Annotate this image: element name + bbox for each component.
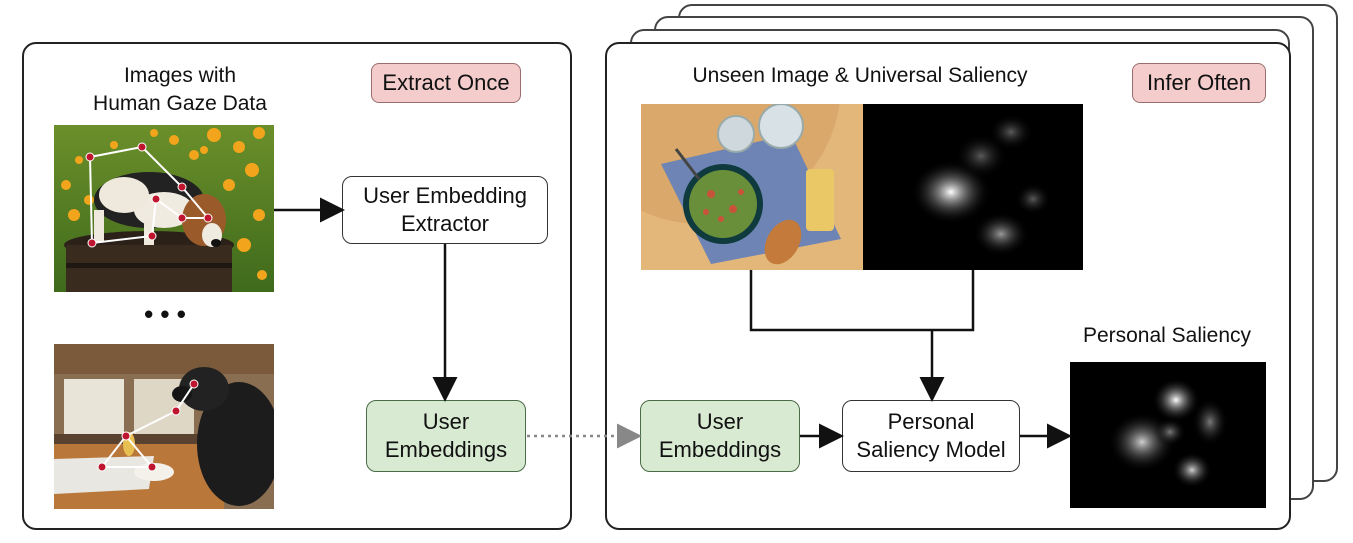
extract-once-tag: Extract Once — [371, 63, 521, 103]
gaze-image-dog — [54, 344, 274, 509]
embeddings-left-line1: User — [422, 409, 470, 434]
gaze-images-title-line2: Human Gaze Data — [93, 92, 267, 115]
gaze-image-puppy — [54, 125, 274, 292]
embeddings-right-line2: Embeddings — [658, 437, 782, 462]
dog-image — [54, 344, 274, 509]
extractor-label-line2: Extractor — [400, 211, 490, 236]
puppy-image — [54, 125, 274, 292]
user-embeddings-box-right: User Embeddings — [640, 400, 800, 472]
personal-saliency-map — [1070, 362, 1266, 508]
more-images-ellipsis: • • • — [144, 299, 186, 329]
extractor-label-line1: User Embedding — [363, 183, 527, 208]
model-label-line2: Saliency Model — [856, 437, 1006, 462]
unseen-image-salad — [641, 104, 863, 270]
gaze-images-title-line1: Images with — [123, 64, 237, 87]
embeddings-left-line2: Embeddings — [384, 437, 508, 462]
embeddings-right-line1: User — [696, 409, 744, 434]
arrow-images-to-model — [749, 270, 975, 332]
unseen-image-title: Unseen Image & Universal Saliency — [692, 64, 1028, 87]
universal-saliency-map — [863, 104, 1083, 270]
gaze-images-title: Images with Human Gaze Data — [60, 62, 300, 118]
personal-saliency-title: Personal Saliency — [1082, 324, 1252, 347]
personal-saliency-image — [1108, 378, 1228, 488]
salad-image — [641, 104, 863, 270]
infer-often-tag: Infer Often — [1132, 63, 1266, 103]
user-embeddings-box-left: User Embeddings — [366, 400, 526, 472]
model-label-line1: Personal — [887, 409, 975, 434]
universal-saliency-image — [911, 114, 1051, 256]
user-embedding-extractor-box: User Embedding Extractor — [342, 176, 548, 244]
